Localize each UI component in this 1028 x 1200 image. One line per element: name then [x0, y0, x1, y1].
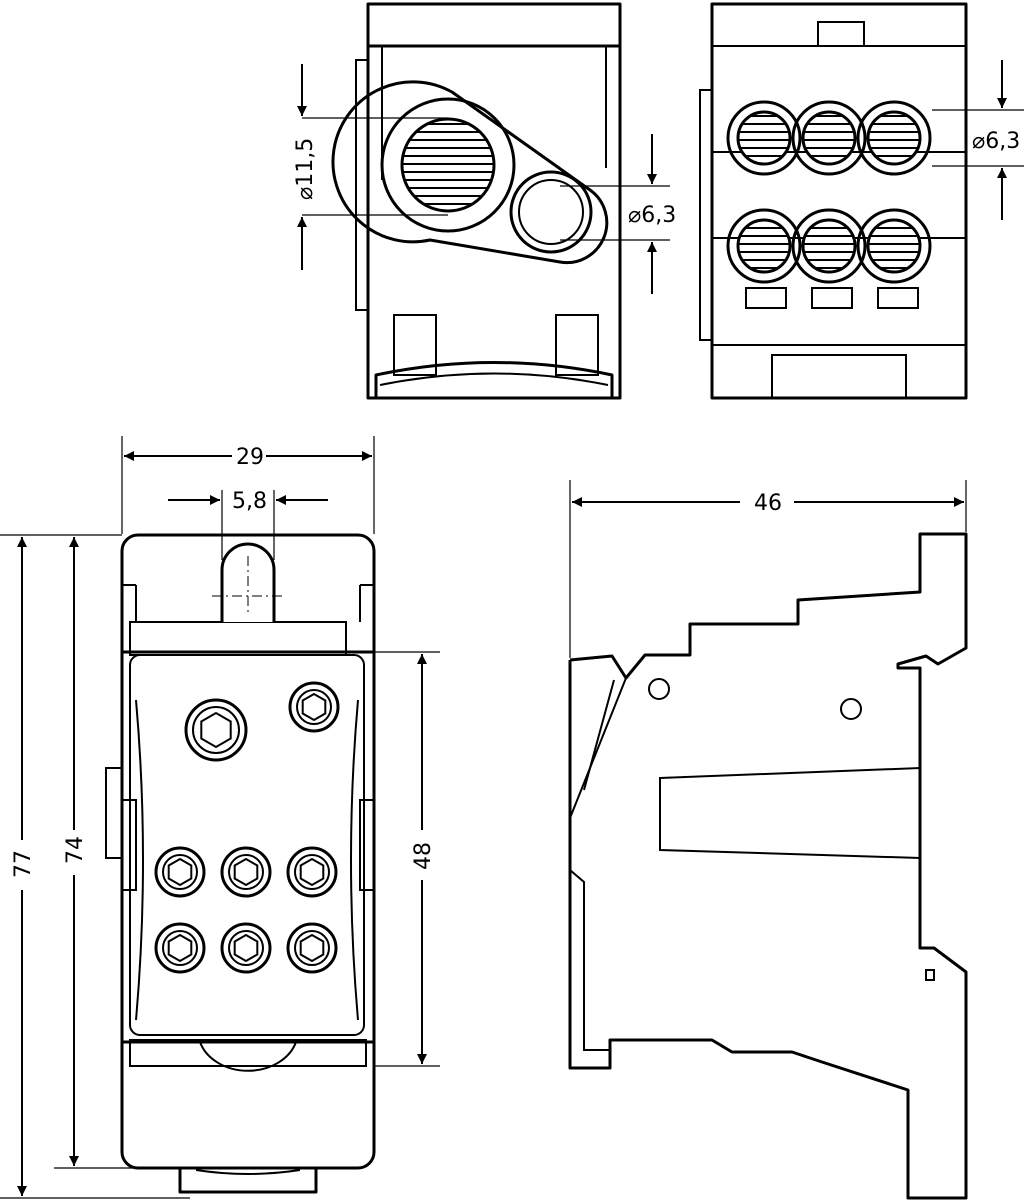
dim-depth-46: 46	[754, 491, 782, 516]
rear-view-top	[699, 2, 968, 400]
rear-terminal-hole	[726, 208, 802, 284]
dim-height-74: 74	[63, 836, 88, 864]
side-view-dims	[569, 480, 967, 658]
front-view-top	[297, 2, 670, 400]
dim-width-29: 29	[236, 445, 264, 470]
rear-dims	[932, 60, 1024, 220]
rear-terminal-tab	[877, 287, 919, 309]
rear-terminal-hole	[791, 208, 867, 284]
hex-screw-icon	[220, 922, 272, 974]
dim-height-77: 77	[11, 850, 36, 878]
dim-hole-large: ⌀11,5	[293, 138, 318, 200]
dim-pitch-5-8: 5,8	[232, 489, 267, 514]
rear-terminal-hole	[856, 100, 932, 176]
dim-hole-small-rear: ⌀6,3	[972, 129, 1020, 154]
dim-hole-small-front: ⌀6,3	[628, 203, 676, 228]
rear-terminal-hole	[726, 100, 802, 176]
hex-screw-icon	[286, 922, 338, 974]
rear-terminal-hole	[856, 208, 932, 284]
dim-height-48: 48	[411, 842, 436, 870]
top-view-bottom	[105, 533, 376, 1194]
hex-screw-icon	[220, 846, 272, 898]
rear-terminal-holes	[726, 100, 932, 309]
top-view-dims	[0, 436, 440, 1199]
rear-terminal-tab	[811, 287, 853, 309]
top-view-screws	[154, 681, 340, 974]
hex-screw-icon	[288, 681, 340, 733]
hex-screw-icon	[154, 922, 206, 974]
rear-terminal-hole	[791, 100, 867, 176]
hex-screw-icon	[286, 846, 338, 898]
hex-screw-icon	[154, 846, 206, 898]
hex-screw-icon	[184, 698, 248, 762]
rear-terminal-tab	[745, 287, 787, 309]
side-view	[568, 532, 968, 1200]
